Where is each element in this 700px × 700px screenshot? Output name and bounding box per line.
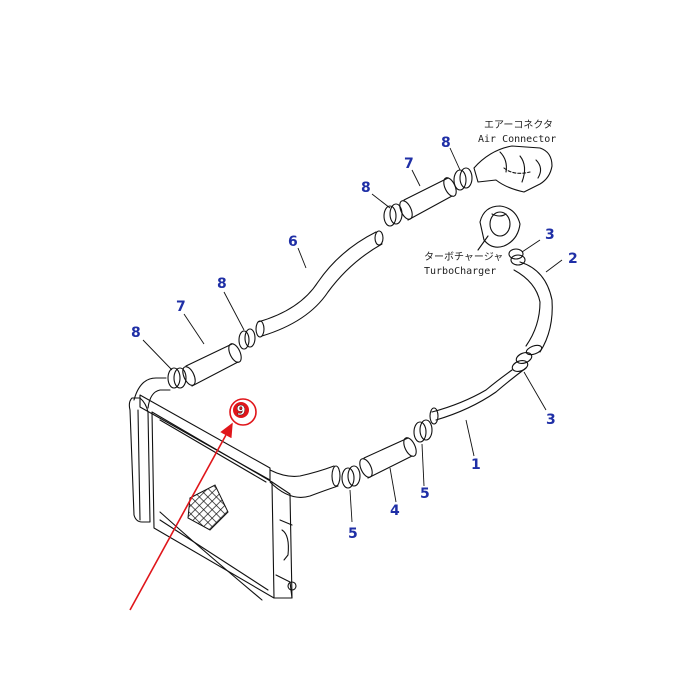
callout-8-upper-left: 8 bbox=[361, 180, 371, 196]
highlight-label: 9 bbox=[236, 404, 245, 419]
callout-6: 6 bbox=[288, 234, 298, 250]
callout-3-lower: 3 bbox=[546, 412, 556, 428]
clamp-3-top bbox=[508, 248, 526, 266]
callout-labels: 8 7 8 6 8 7 8 3 2 3 1 5 4 5 bbox=[131, 135, 578, 542]
air-connector-label-en: Air Connector bbox=[478, 134, 556, 145]
clamp-8-lower-left bbox=[167, 367, 187, 389]
hose-2 bbox=[513, 261, 553, 356]
turbocharger-label-jp: ターボチャージャ bbox=[424, 251, 503, 263]
turbocharger bbox=[477, 205, 521, 251]
callout-7-left: 7 bbox=[176, 299, 186, 315]
callout-2: 2 bbox=[568, 251, 578, 267]
callout-5-right: 5 bbox=[420, 486, 430, 502]
clamp-8-upper-left bbox=[383, 203, 403, 227]
clamp-3-lower bbox=[511, 352, 533, 372]
clamp-8-mid-left bbox=[238, 328, 256, 350]
callout-8-mid-left: 8 bbox=[217, 276, 227, 292]
clamp-5-left bbox=[341, 465, 361, 489]
hose-7-left bbox=[182, 343, 242, 387]
pipe-6 bbox=[255, 230, 384, 338]
clamp-5-right bbox=[413, 419, 433, 443]
callout-5-left: 5 bbox=[348, 526, 358, 542]
air-connector-label-jp: エアーコネクタ bbox=[484, 119, 553, 131]
intercooler-core bbox=[128, 394, 297, 601]
mesh-label-plate bbox=[187, 484, 229, 531]
callout-1: 1 bbox=[471, 457, 481, 473]
pipe-1 bbox=[429, 367, 527, 425]
highlight-circle bbox=[229, 398, 257, 426]
callout-8-lower-left: 8 bbox=[131, 325, 141, 341]
highlight-dot bbox=[233, 402, 249, 418]
highlight-marker: 9 bbox=[129, 398, 257, 611]
leader-lines bbox=[142, 147, 563, 523]
turbocharger-label-en: TurboCharger bbox=[424, 266, 496, 277]
hose-4 bbox=[359, 437, 417, 479]
callout-8-top: 8 bbox=[441, 135, 451, 151]
callout-7-upper: 7 bbox=[404, 156, 414, 172]
clamp-8-top bbox=[453, 167, 473, 191]
core-right-elbow bbox=[269, 465, 341, 498]
air-connector bbox=[473, 145, 553, 193]
callout-4: 4 bbox=[390, 503, 400, 519]
core-left-elbow bbox=[133, 377, 171, 409]
hose-7-upper bbox=[399, 177, 457, 221]
callout-3-top: 3 bbox=[545, 227, 555, 243]
highlight-arrow bbox=[129, 422, 233, 611]
